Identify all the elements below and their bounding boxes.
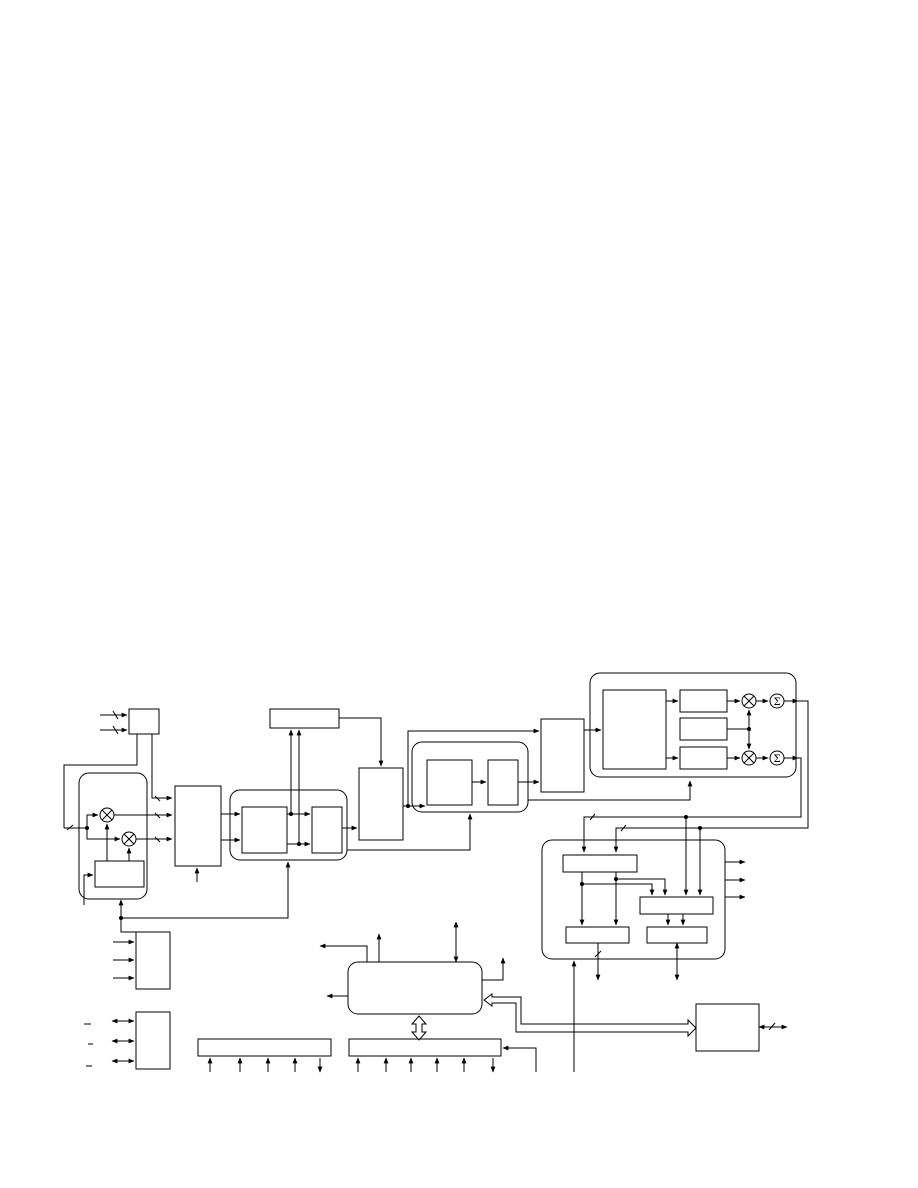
summer-symbol: Σ xyxy=(773,697,780,708)
processor-block xyxy=(347,961,483,1015)
mixer-group xyxy=(78,772,148,900)
monitor-block-a xyxy=(562,854,638,873)
filter-block-2 xyxy=(311,806,343,854)
demod-block-1 xyxy=(426,759,473,806)
monitor-group xyxy=(541,839,726,960)
demod-group xyxy=(411,741,529,813)
selector-block xyxy=(174,785,222,867)
summer-symbol: Σ xyxy=(773,754,780,765)
data-bus xyxy=(410,1015,428,1041)
monitor-block-d xyxy=(646,926,708,944)
decision-block xyxy=(540,718,585,793)
control-block-top xyxy=(269,708,340,729)
input-block-top xyxy=(128,708,160,735)
monitor-block-c xyxy=(565,926,630,944)
config-block-1 xyxy=(135,931,171,990)
output-modulator-group xyxy=(589,672,797,778)
config-block-2 xyxy=(135,1011,171,1070)
filter-group xyxy=(229,789,348,861)
interface-block xyxy=(695,1003,760,1052)
register-strip-left xyxy=(197,1038,332,1057)
mod-block-q xyxy=(679,746,728,770)
mod-block-i xyxy=(679,689,728,713)
oscillator-block xyxy=(94,860,145,888)
register-strip-right xyxy=(348,1038,502,1057)
mapper-block xyxy=(602,689,667,770)
monitor-block-b xyxy=(639,896,714,915)
filter-block-1 xyxy=(241,806,288,854)
mod-block-osc xyxy=(679,717,728,741)
processing-block xyxy=(358,767,404,841)
interface-bus xyxy=(483,993,697,1038)
demod-block-2 xyxy=(487,759,519,806)
